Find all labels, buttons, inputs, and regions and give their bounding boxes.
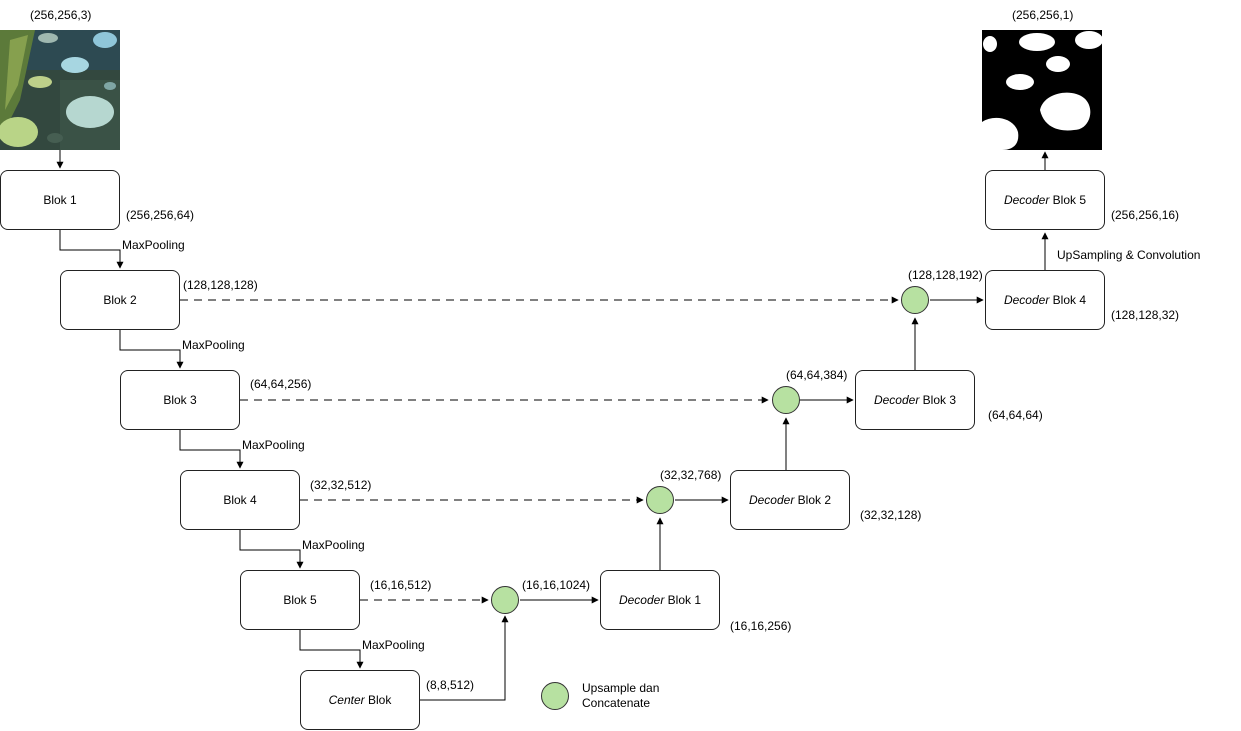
legend-line-1: Upsample dan: [582, 681, 660, 695]
arrow-center-to-concat1: [420, 615, 509, 701]
encoder-blok-1: Blok 1: [0, 170, 120, 230]
encoder-blok-2-label: Blok 2: [103, 293, 137, 307]
arrow-pool-3: [179, 430, 244, 469]
encoder-blok-5-shape: (16,16,512): [370, 578, 432, 592]
center-blok: Center Blok: [300, 670, 420, 730]
output-mask-image: [982, 30, 1102, 150]
encoder-blok-5-label: Blok 5: [283, 593, 317, 607]
decoder-blok-1-shape: (16,16,256): [730, 619, 792, 633]
encoder-blok-1-label: Blok 1: [43, 193, 77, 207]
encoder-blok-3-shape: (64,64,256): [250, 377, 312, 391]
decoder-blok-4: Decoder Blok 4: [985, 270, 1105, 330]
center-blok-label: Center Blok: [328, 693, 392, 707]
decoder-blok-3: Decoder Blok 3: [855, 370, 975, 430]
arrow-pool-4: [239, 530, 304, 569]
concat-node-1: [491, 586, 519, 614]
encoder-blok-4-shape: (32,32,512): [310, 478, 372, 492]
encoder-blok-2: Blok 2: [60, 270, 180, 330]
decoder-blok-2-shape: (32,32,128): [860, 508, 922, 522]
concat-node-4-shape: (128,128,192): [908, 268, 983, 282]
decoder-blok-1-label: Decoder Blok 1: [618, 593, 702, 607]
encoder-blok-4: Blok 4: [180, 470, 300, 530]
concat-node-3: [772, 386, 800, 414]
input-image: [0, 30, 120, 150]
encoder-blok-2-shape: (128,128,128): [183, 278, 258, 292]
maxpooling-label-3: MaxPooling: [242, 438, 305, 452]
encoder-blok-3: Blok 3: [120, 370, 240, 430]
legend-text: Upsample dan Concatenate: [582, 681, 659, 711]
legend-line-2: Concatenate: [582, 696, 651, 710]
center-blok-shape: (8,8,512): [426, 678, 475, 692]
legend-concat-swatch: [541, 682, 569, 710]
decoder-blok-1: Decoder Blok 1: [600, 570, 720, 630]
encoder-blok-5: Blok 5: [240, 570, 360, 630]
arrow-pool-1: [59, 230, 124, 269]
decoder-blok-5-shape: (256,256,16): [1111, 208, 1180, 222]
output-shape-label: (256,256,1): [1012, 8, 1074, 22]
arrow-pool-2: [119, 330, 184, 369]
decoder-blok-2: Decoder Blok 2: [730, 470, 850, 530]
maxpooling-label-1: MaxPooling: [122, 238, 185, 252]
maxpooling-label-5: MaxPooling: [362, 638, 425, 652]
encoder-blok-4-label: Blok 4: [223, 493, 257, 507]
decoder-blok-3-label: Decoder Blok 3: [873, 393, 957, 407]
concat-node-2-shape: (32,32,768): [660, 468, 722, 482]
encoder-blok-1-shape: (256,256,64): [126, 208, 195, 222]
decoder-blok-4-label: Decoder Blok 4: [1003, 293, 1087, 307]
concat-node-2: [646, 486, 674, 514]
arrow-pool-5: [299, 630, 364, 669]
concat-node-1-shape: (16,16,1024): [522, 578, 591, 592]
concat-node-3-shape: (64,64,384): [786, 368, 848, 382]
upsampling-convolution-label: UpSampling & Convolution: [1057, 248, 1201, 262]
input-shape-label: (256,256,3): [30, 8, 92, 22]
decoder-blok-5-label: Decoder Blok 5: [1003, 193, 1087, 207]
concat-node-4: [901, 286, 929, 314]
decoder-blok-2-label: Decoder Blok 2: [748, 493, 832, 507]
maxpooling-label-2: MaxPooling: [182, 338, 245, 352]
decoder-blok-5: Decoder Blok 5: [985, 170, 1105, 230]
decoder-blok-3-shape: (64,64,64): [988, 408, 1043, 422]
decoder-blok-4-shape: (128,128,32): [1111, 308, 1180, 322]
encoder-blok-3-label: Blok 3: [163, 393, 197, 407]
maxpooling-label-4: MaxPooling: [302, 538, 365, 552]
